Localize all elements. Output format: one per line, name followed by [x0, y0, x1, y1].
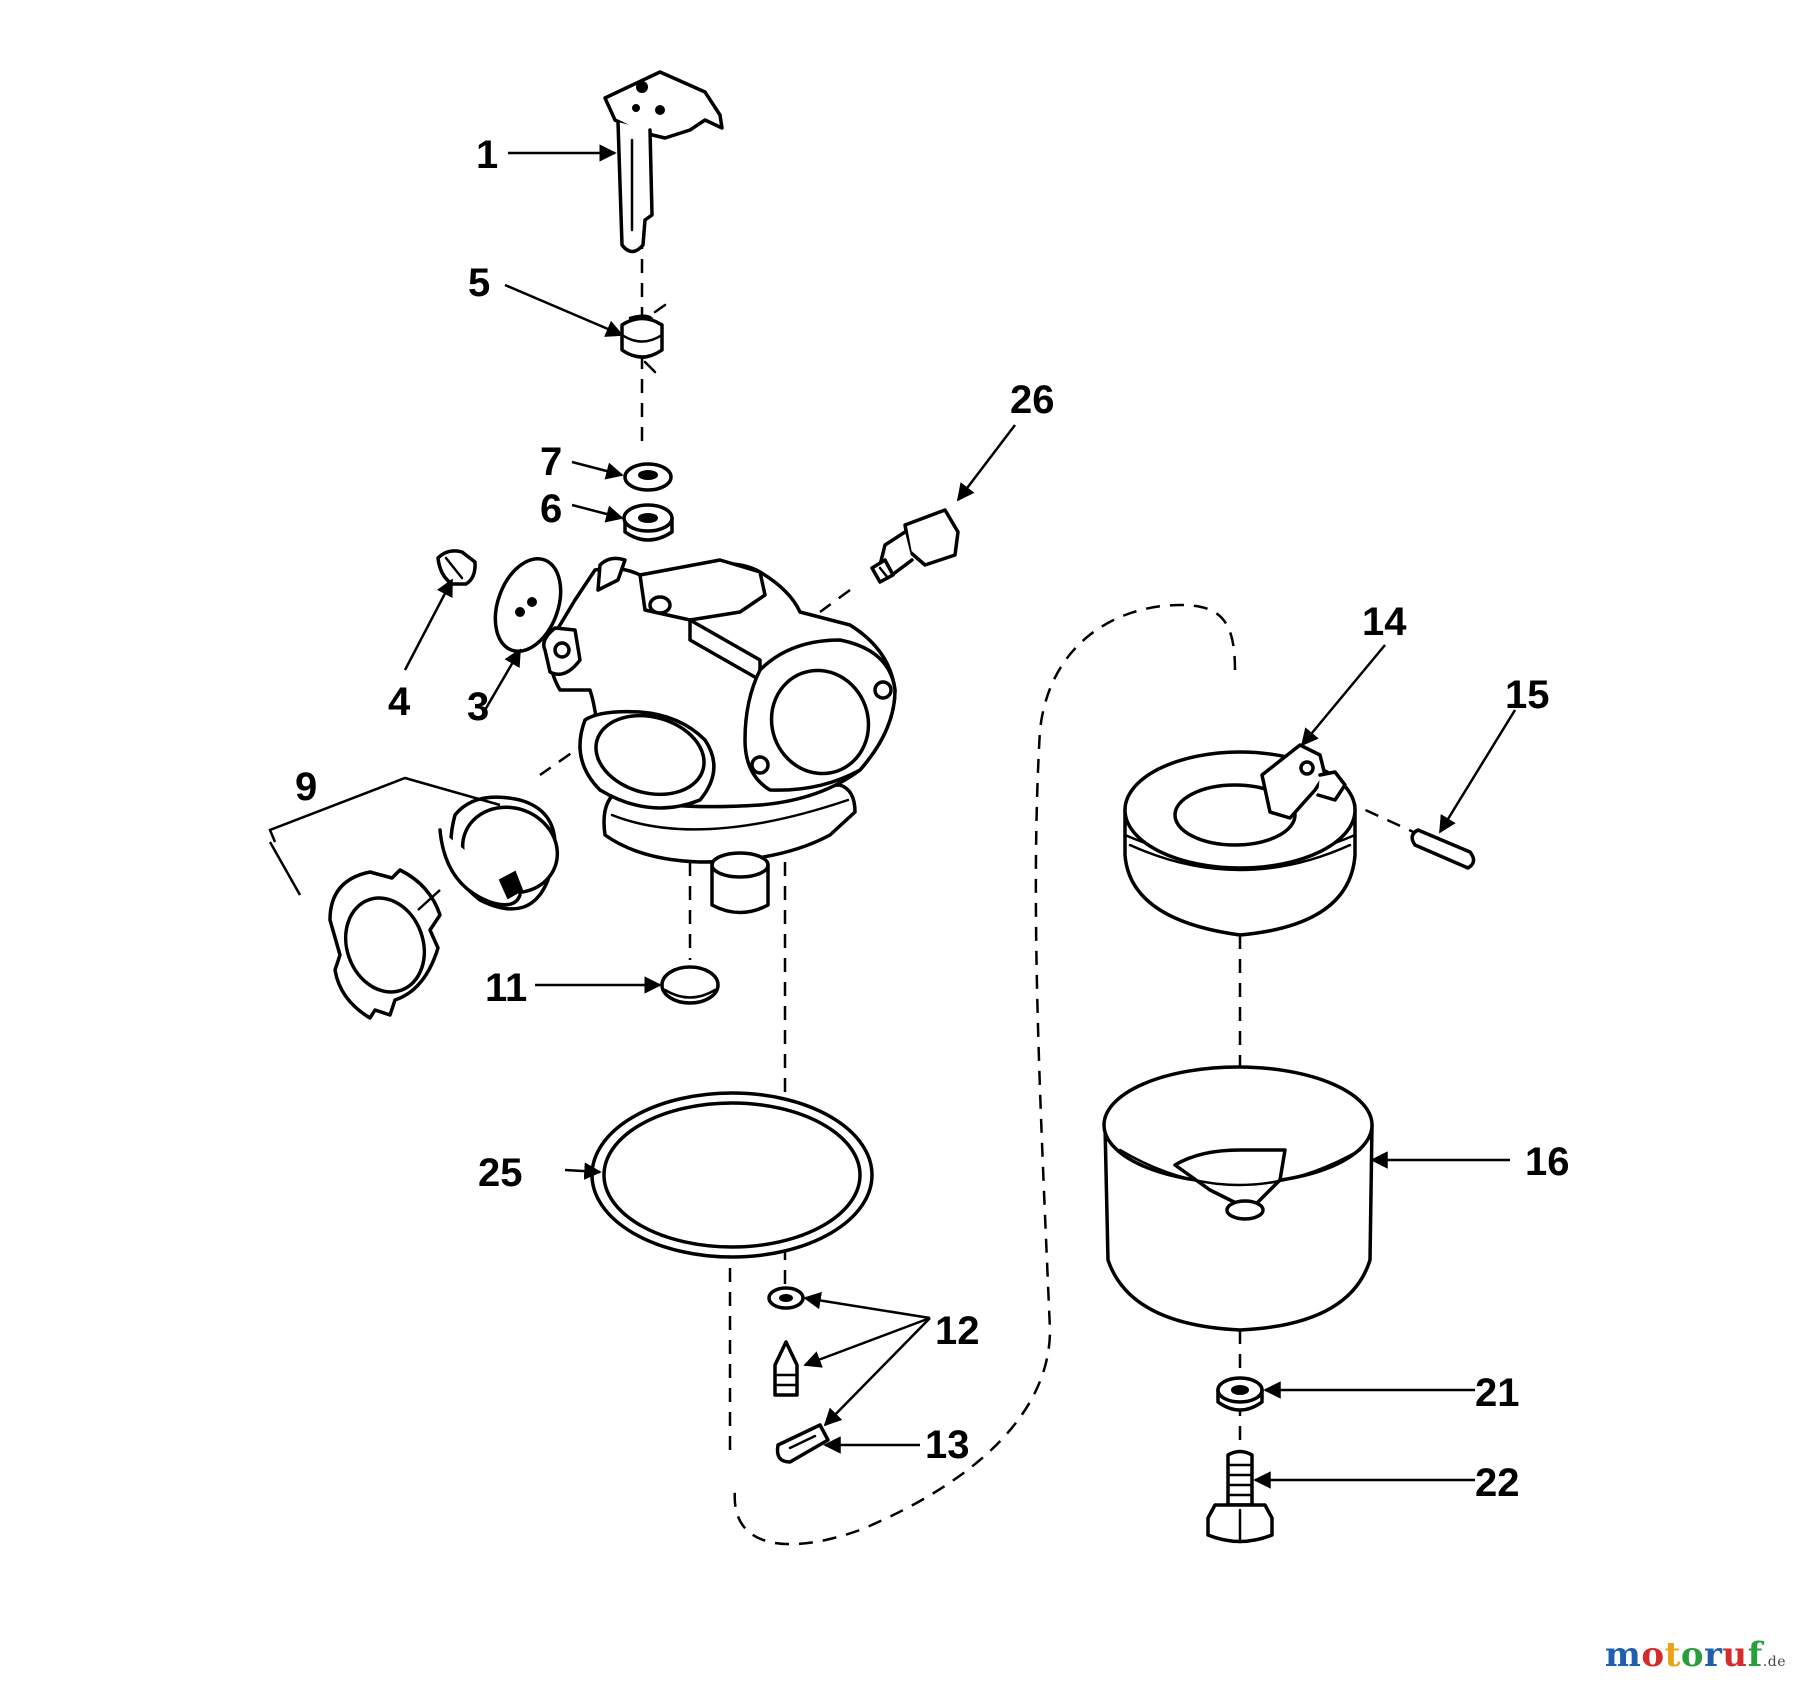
float-part [1123, 743, 1357, 937]
float-bowl-part [1102, 1065, 1374, 1332]
callout-6: 6 [540, 487, 562, 531]
callout-11: 11 [485, 966, 527, 1010]
inlet-needle-part [773, 1340, 799, 1397]
watermark-suffix: .de [1762, 1654, 1786, 1670]
bowl-gasket-part [590, 1091, 874, 1259]
callout-9: 9 [295, 765, 317, 809]
bowl-nut-part [1206, 1449, 1274, 1544]
callout-12: 12 [935, 1309, 980, 1353]
throttle-shaft-part [603, 70, 724, 254]
watermark-letter: t [1664, 1635, 1681, 1675]
screw-part-4 [436, 549, 477, 586]
callout-22: 22 [1475, 1461, 1520, 1505]
float-pin-part [1410, 828, 1476, 870]
leader-lines [268, 144, 1517, 1489]
spring-part [620, 303, 667, 374]
callout-labels: 1 3 4 5 6 7 9 11 12 13 14 15 16 21 22 25… [295, 133, 1570, 1505]
watermark-letter: f [1747, 1635, 1763, 1675]
watermark-letter: o [1680, 1635, 1704, 1675]
callout-7: 7 [540, 440, 562, 484]
watermark-logo: motoruf.de [1605, 1635, 1786, 1675]
watermark-letter: m [1604, 1635, 1642, 1675]
watermark-letter: o [1641, 1635, 1665, 1675]
callout-16: 16 [1525, 1140, 1570, 1184]
needle-washer-part [767, 1286, 805, 1310]
callout-25: 25 [478, 1151, 523, 1195]
callout-13: 13 [925, 1423, 970, 1467]
primer-bulb-part [438, 795, 560, 911]
fuel-inlet-fitting-part [870, 508, 960, 584]
callout-1: 1 [476, 133, 498, 177]
bowl-washer-part [1216, 1376, 1264, 1412]
welch-plug-part [660, 965, 720, 1005]
carburetor-body-part [542, 556, 897, 915]
throttle-plate-part [493, 556, 563, 654]
callout-15: 15 [1505, 673, 1550, 717]
needle-clip-part [775, 1423, 830, 1464]
watermark-letter: u [1722, 1635, 1748, 1675]
seal-part-6 [622, 503, 674, 542]
callout-21: 21 [1475, 1371, 1520, 1415]
callout-26: 26 [1010, 378, 1055, 422]
seal-part-7 [623, 462, 673, 492]
callout-5: 5 [468, 261, 490, 305]
primer-retainer-part [328, 868, 442, 1020]
callout-3: 3 [467, 685, 489, 729]
callout-4: 4 [388, 680, 411, 724]
watermark-letter: r [1704, 1635, 1723, 1675]
callout-14: 14 [1362, 600, 1407, 644]
